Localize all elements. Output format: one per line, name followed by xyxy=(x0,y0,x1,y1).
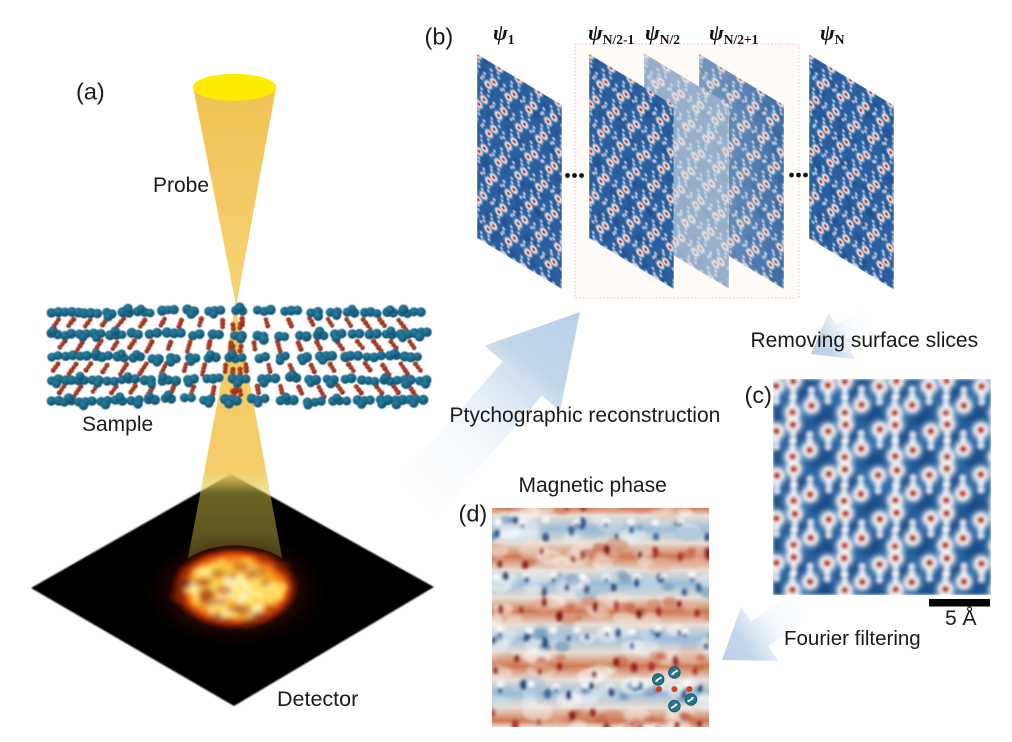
svg-text:Fourier filtering: Fourier filtering xyxy=(784,627,921,650)
svg-text:(b): (b) xyxy=(425,24,454,50)
svg-text:Detector: Detector xyxy=(277,687,358,711)
svg-text:5 Å: 5 Å xyxy=(945,607,977,630)
svg-text:Sample: Sample xyxy=(82,413,153,436)
svg-text:Removing surface slices: Removing surface slices xyxy=(751,329,979,352)
svg-text:(d): (d) xyxy=(459,501,488,527)
svg-text:ψN/2-1: ψN/2-1 xyxy=(588,20,634,47)
svg-text:(c): (c) xyxy=(745,382,772,408)
svg-text:Ptychographic reconstruction: Ptychographic reconstruction xyxy=(450,404,721,427)
svg-text:(a): (a) xyxy=(76,79,105,105)
svg-text:Probe: Probe xyxy=(153,174,209,197)
svg-text:Magnetic phase: Magnetic phase xyxy=(519,474,667,497)
